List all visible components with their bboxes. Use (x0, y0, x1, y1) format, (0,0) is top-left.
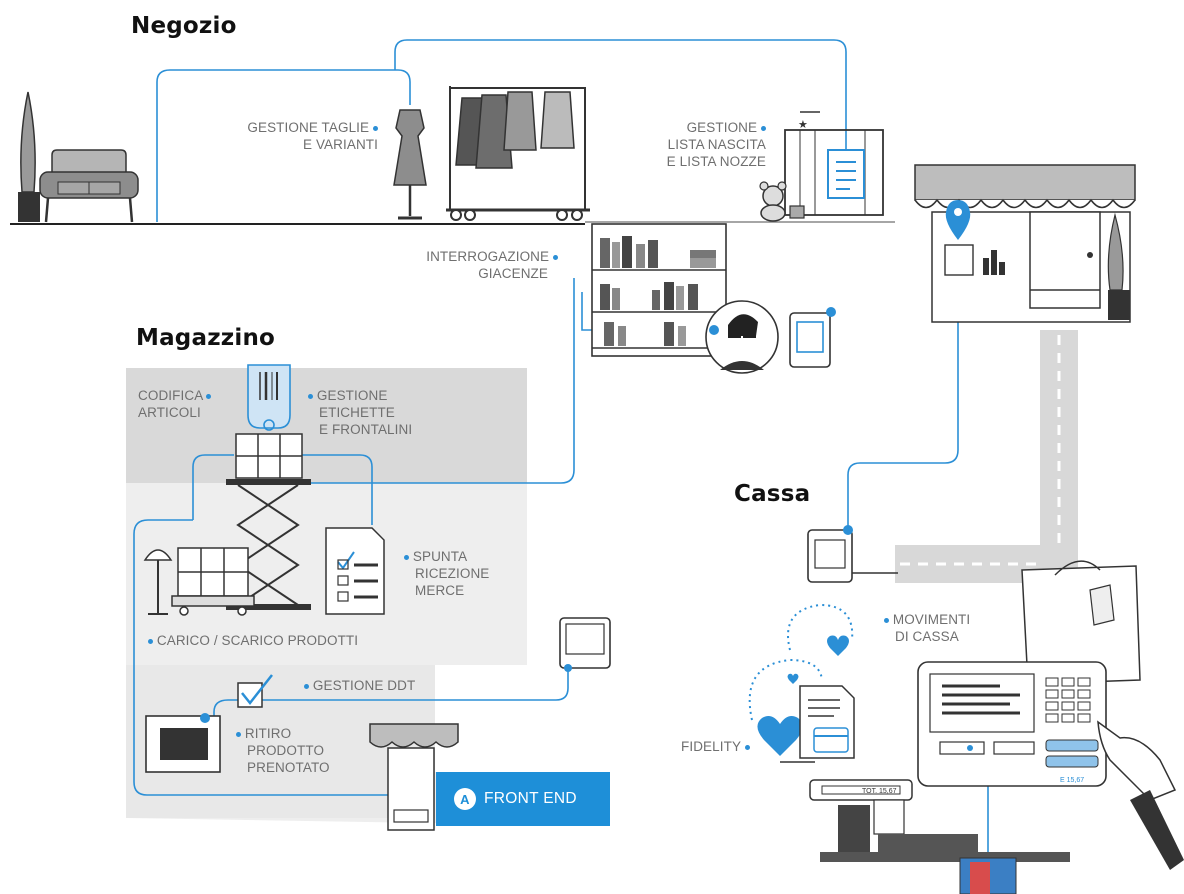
label-line: GESTIONE DDT (312, 678, 416, 693)
label-line: GIACENZE (478, 266, 548, 281)
label-gestione-taglie: GESTIONE TAGLIE E VARIANTI (210, 119, 378, 153)
label-codifica-articoli: CODIFICA ARTICOLI (138, 387, 212, 421)
register-display-text: TOT. 15,67 (862, 788, 897, 795)
label-line: PRENOTATO (247, 760, 330, 775)
section-title-cassa: Cassa (734, 481, 811, 507)
label-line: RICEZIONE (415, 566, 490, 581)
sofa-icon (39, 149, 139, 223)
lamp-icon (143, 549, 173, 615)
scissor-lift-icon (226, 479, 311, 610)
front-end-badge-icon: A (454, 788, 476, 810)
clipboard-icon (827, 149, 865, 199)
cassa-tablet-icon (807, 525, 853, 583)
label-line: GESTIONE (686, 120, 758, 135)
label-line: E VARIANTI (302, 137, 378, 152)
label-spunta-ricezione: SPUNTA RICEZIONE MERCE (404, 548, 489, 599)
bullet-icon (404, 554, 409, 560)
connector-carico (133, 519, 392, 796)
label-line: RITIRO (244, 726, 292, 741)
fidelity-dotted-loops (748, 603, 854, 721)
label-line: GESTIONE (316, 388, 388, 403)
receipt-icon (780, 685, 855, 763)
connector-negozio (156, 69, 411, 222)
label-line: SPUNTA (412, 549, 468, 564)
bullet-icon (373, 125, 378, 131)
label-gestione-lista: GESTIONE LISTA NASCITA E LISTA NOZZE (600, 119, 766, 170)
section-title-negozio: Negozio (131, 13, 237, 39)
road (895, 330, 1078, 583)
label-line: FIDELITY (681, 739, 741, 754)
label-gestione-ddt: GESTIONE DDT (304, 677, 415, 694)
connector-giacenze (305, 278, 575, 484)
label-line: CARICO / SCARICO PRODOTTI (156, 633, 359, 648)
connector-lift (192, 454, 234, 520)
label-line: MERCE (415, 583, 465, 598)
bullet-icon (308, 393, 313, 399)
bullet-icon (744, 744, 750, 750)
location-pin-icon (945, 200, 971, 240)
label-line: PRODOTTO (247, 743, 325, 758)
ddt-tablet-icon (559, 617, 611, 672)
label-line: GESTIONE TAGLIE (247, 120, 370, 135)
label-line: DI CASSA (895, 629, 959, 644)
label-line: E LISTA NOZZE (666, 154, 766, 169)
computer-icon (145, 713, 221, 773)
label-ritiro-prodotto: RITIRO PRODOTTO PRENOTATO (236, 725, 330, 776)
register-small-text: E 15,67 (1060, 777, 1084, 784)
plant-icon (18, 91, 40, 222)
connector-store-cassa (847, 245, 959, 528)
label-gestione-etichette: GESTIONE ETICHETTE E FRONTALINI (308, 387, 412, 438)
svg-text:★: ★ (798, 118, 808, 131)
bullet-icon (884, 617, 889, 623)
clothes-rack-icon (446, 86, 590, 221)
bullet-icon (236, 731, 241, 737)
label-carico-scarico: CARICO / SCARICO PRODOTTI (148, 632, 358, 649)
label-line: ETICHETTE (319, 405, 395, 420)
label-movimenti-cassa: MOVIMENTI DI CASSA (884, 611, 970, 645)
front-end-button[interactable]: A FRONT END (436, 772, 610, 826)
tablet-icon (789, 307, 836, 368)
crib-icon: ★ (784, 111, 884, 216)
connector-etichette (300, 454, 373, 525)
bullet-icon (206, 393, 212, 399)
connector-lista (394, 39, 847, 150)
connector-ddt (213, 668, 569, 718)
bullet-icon (553, 254, 558, 260)
barcode-scanner-icon (247, 364, 291, 431)
payment-cards-icon (959, 857, 1017, 894)
shopping-bag-icon (1021, 560, 1141, 685)
bullet-icon (761, 125, 766, 131)
heart-icon (757, 635, 849, 756)
check-icon (237, 674, 273, 708)
bullet-icon (304, 683, 309, 689)
label-interrogazione-giacenze: INTERROGAZIONE GIACENZE (400, 248, 558, 282)
label-line: INTERROGAZIONE (426, 249, 550, 264)
warehouse-panel-bottom (126, 665, 435, 818)
kiosk-icon (369, 723, 459, 831)
label-line: E FRONTALINI (319, 422, 413, 437)
front-end-label: FRONT END (484, 790, 577, 807)
boxes-icon (235, 433, 303, 479)
storefront-icon (914, 164, 1136, 323)
checklist-icon (325, 527, 385, 615)
pallet-boxes-icon (171, 547, 255, 616)
section-title-magazzino: Magazzino (136, 325, 276, 351)
cash-register-icon (917, 661, 1107, 787)
shop-assistant-icon (705, 300, 779, 374)
label-line: ARTICOLI (138, 405, 201, 420)
bullet-icon (148, 638, 153, 644)
label-line: CODIFICA (138, 388, 203, 403)
card-reader-icon (809, 779, 1070, 862)
bookshelf-icon (591, 223, 727, 357)
label-line: MOVIMENTI (892, 612, 971, 627)
hand-pointer-icon (1097, 720, 1184, 870)
teddy-bear-icon (759, 181, 805, 222)
label-fidelity: FIDELITY (681, 738, 750, 755)
mannequin-icon (393, 109, 427, 220)
label-line: LISTA NASCITA (667, 137, 766, 152)
